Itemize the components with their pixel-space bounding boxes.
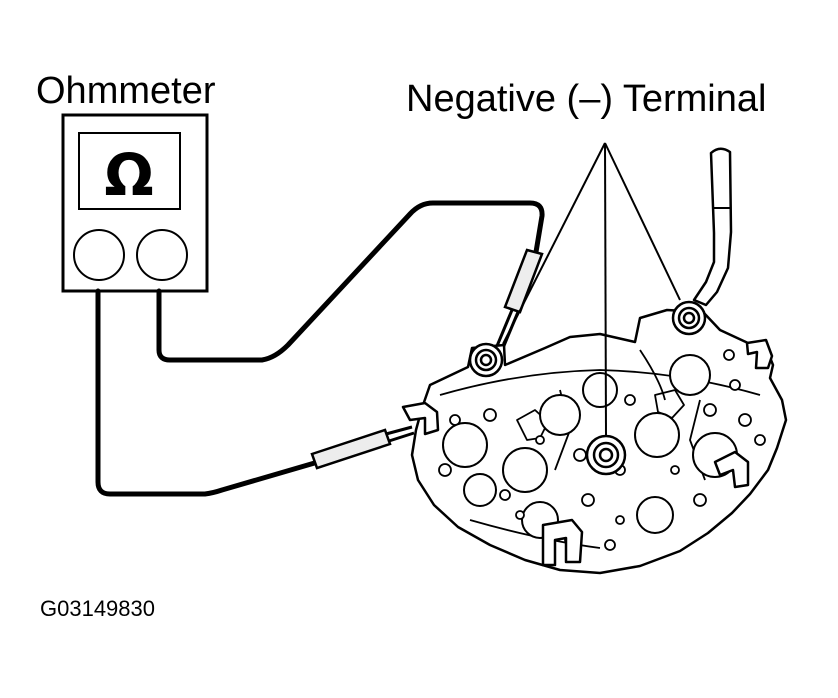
negative-terminal-3 <box>585 434 627 476</box>
figure-id-label: G03149830 <box>40 596 155 621</box>
lead-wire-upper <box>156 200 545 363</box>
jack-right-icon <box>136 229 188 281</box>
plate-holes-small <box>438 349 766 551</box>
negative-terminal-label: Negative (–) Terminal <box>406 78 767 120</box>
lead-out-wire <box>692 147 733 307</box>
negative-terminal-2 <box>671 300 707 336</box>
clip-right-lower <box>713 450 750 489</box>
jack-left-icon <box>73 229 125 281</box>
ohmmeter-label: Ohmmeter <box>36 70 216 112</box>
omega-symbol-icon: Ω <box>104 141 153 209</box>
ohmmeter-body <box>61 113 209 293</box>
callout-lines <box>502 142 681 436</box>
upper-probe <box>495 248 544 349</box>
test-leads <box>95 200 545 497</box>
lower-probe <box>310 425 415 470</box>
negative-terminal-1 <box>468 342 504 378</box>
clip-bottom <box>541 518 584 567</box>
ohmmeter-display <box>78 132 181 210</box>
negative-terminals <box>468 300 707 476</box>
lead-wire-lower <box>95 288 321 497</box>
ohmmeter <box>61 113 209 293</box>
clip-left <box>401 401 440 436</box>
terminal-clips <box>401 338 774 567</box>
clip-right-upper <box>745 338 774 370</box>
